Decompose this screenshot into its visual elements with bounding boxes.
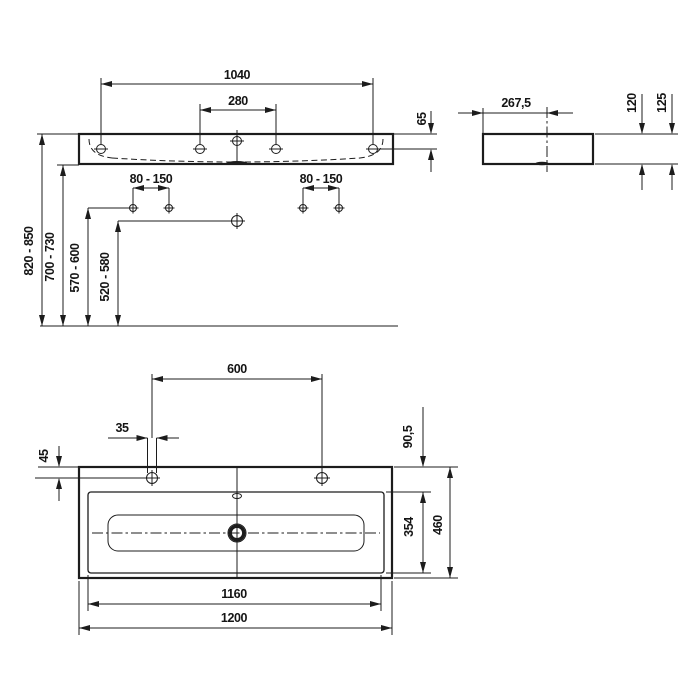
dim-depth-460: 460 (431, 467, 453, 578)
front-deck-hole (269, 144, 283, 154)
front-basin-outline (77, 130, 395, 166)
front-faucet-hole (230, 130, 244, 161)
side-view: 267,5 120 125 (458, 93, 678, 190)
dim-label: 600 (227, 362, 247, 376)
dim-height-drain: 520 - 580 (98, 213, 245, 326)
dim-tap-hole-dia-35: 35 (108, 421, 179, 473)
plan-view: 600 35 45 (35, 362, 458, 635)
dim-side-height-inner: 120 (625, 93, 645, 190)
dim-label: 80 - 150 (130, 172, 173, 186)
dim-label: 125 (655, 93, 669, 113)
dim-supply-left: 80 - 150 (130, 172, 173, 203)
front-fixing-hole (94, 144, 108, 154)
front-fixing-hole (366, 144, 380, 154)
plan-drain (227, 523, 247, 543)
dim-rear-rim-90-5: 90,5 (401, 407, 426, 467)
dim-supply-right: 80 - 150 (300, 172, 343, 203)
dim-label: 1040 (224, 68, 251, 82)
dim-width-1200: 1200 (78, 581, 393, 635)
front-drain-mark (227, 161, 247, 165)
dim-label: 80 - 150 (300, 172, 343, 186)
dim-label: 354 (402, 517, 416, 537)
dim-label: 120 (625, 93, 639, 113)
dim-label: 267,5 (501, 96, 531, 110)
dim-label: 1160 (221, 587, 247, 601)
plan-tap-hole-right (314, 470, 330, 486)
dim-label: 1200 (221, 611, 248, 625)
drain-outlet-symbol (229, 213, 245, 229)
dim-height-underside: 700 - 730 (43, 164, 79, 326)
dim-side-height-outer: 125 (655, 93, 675, 190)
dim-depth-to-drain: 267,5 (458, 96, 573, 133)
dim-rim-to-hole-65: 65 (378, 111, 437, 172)
dim-rear-to-tap-45: 45 (35, 446, 146, 501)
dim-label: 700 - 730 (43, 232, 57, 282)
dim-label: 280 (228, 94, 248, 108)
dim-label: 45 (37, 449, 51, 463)
plan-tap-hole-left (144, 470, 160, 486)
dim-height-supply: 570 - 600 (68, 207, 129, 326)
dim-label: 65 (415, 112, 429, 126)
overflow-hole (232, 493, 242, 499)
plan-outline (77, 465, 394, 580)
dim-bowl-depth-354: 354 (402, 492, 426, 573)
supply-holes-right (297, 202, 345, 214)
dim-tap-span-600: 600 (151, 362, 323, 471)
dim-inner-width-1160: 1160 (87, 575, 382, 611)
side-drain-mark (535, 161, 549, 166)
front-view: 1040 280 65 820 - 850 (22, 68, 437, 327)
front-deck-hole (193, 144, 207, 154)
dim-label: 90,5 (401, 425, 415, 448)
supply-holes-left (127, 202, 175, 214)
dim-inner-span-280: 280 (199, 94, 277, 144)
dim-label: 35 (115, 421, 129, 435)
dim-label: 820 - 850 (22, 226, 36, 276)
dim-height-rim: 820 - 850 (22, 133, 79, 326)
dim-label: 520 - 580 (98, 252, 112, 302)
dim-label: 460 (431, 515, 445, 535)
dim-label: 570 - 600 (68, 243, 82, 293)
dim-hole-span-1040: 1040 (100, 68, 374, 144)
side-outline (481, 132, 595, 166)
